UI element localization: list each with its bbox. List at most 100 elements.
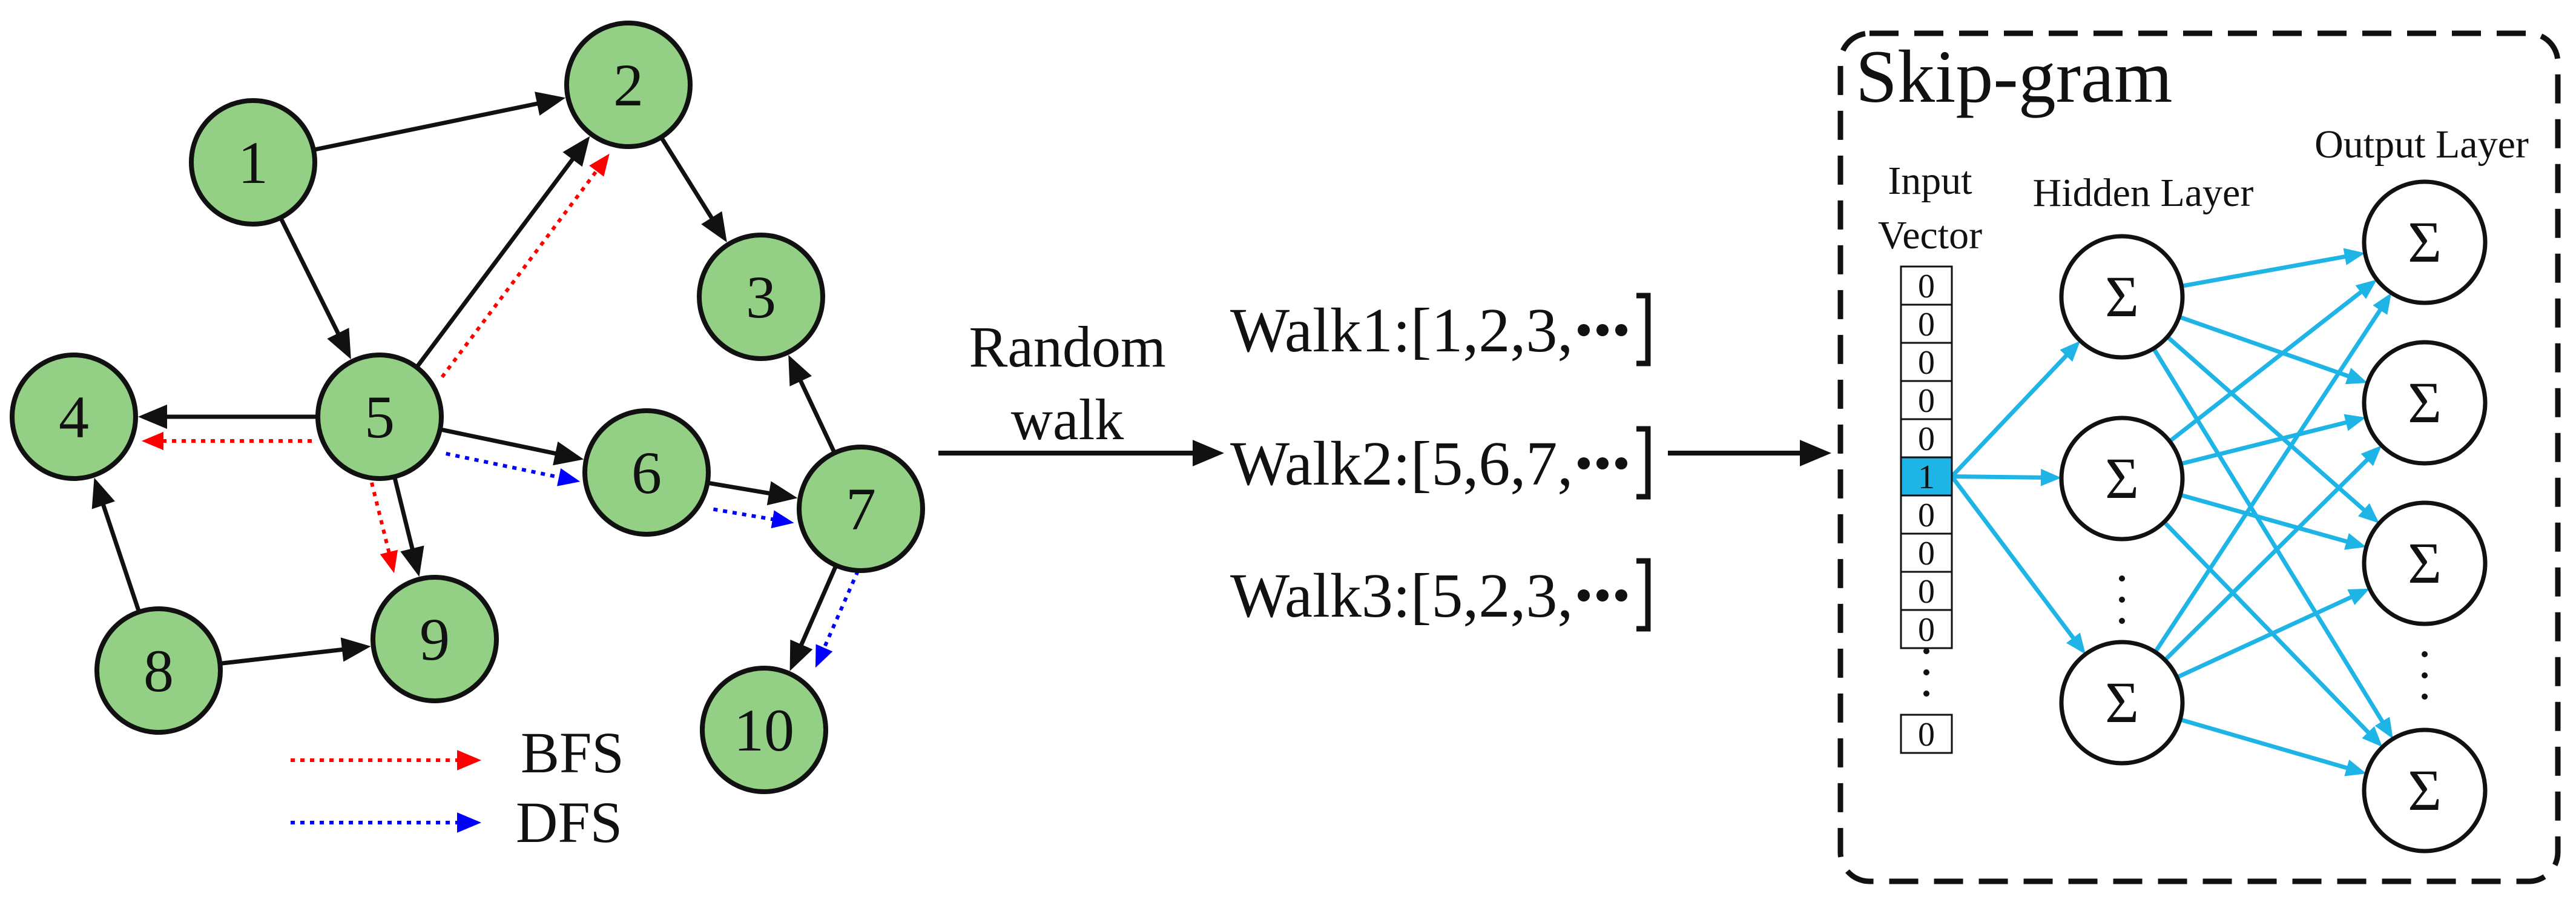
dfs-path-5-6-head (557, 468, 581, 486)
dfs-path-6-7-line (713, 507, 776, 522)
random-walk: Random walk (938, 314, 1224, 466)
hidden-1-to-output-3 (2166, 335, 2379, 523)
edge-8-9-line (219, 647, 347, 666)
bfs-path-5-9-line (370, 482, 392, 556)
walk-3-ellipsis-dot-2 (1596, 589, 1609, 601)
hidden-neuron-2-sum-symbol: Σ (2105, 446, 2139, 511)
graph-node-4-circle (10, 353, 138, 481)
graph-node-7-circle (797, 445, 925, 573)
output-layer-label: Output Layer (2314, 122, 2529, 167)
random-walk-label-line2: walk (1011, 387, 1124, 452)
graph-node-4-label: 4 (59, 383, 89, 451)
hidden-ellipsis-dot-3 (2119, 618, 2125, 624)
input-to-hidden-3-line (1950, 475, 2077, 642)
edge-5-4-head (138, 404, 167, 429)
dfs-path-5-6-line (446, 451, 563, 480)
hidden-2-to-output-4-line (2163, 520, 2372, 736)
walk-2: Walk2:[5,6,7, (1230, 426, 1651, 500)
output-neuron-3: Σ (2362, 500, 2488, 626)
input-to-hidden-2 (1951, 469, 2062, 486)
graph-node-8-circle (94, 606, 223, 735)
hidden-neuron-1-circle (2059, 234, 2185, 360)
walk-3-ellipsis-dot-3 (1615, 589, 1627, 601)
graph-node-7-label: 7 (846, 476, 876, 543)
input-cell-0: 0 (1900, 265, 1953, 306)
input-cell-4-box (1900, 418, 1953, 459)
hidden-ellipsis-dot-2 (2119, 597, 2125, 603)
walk-3-text: Walk3:[5,2,3, (1230, 561, 1573, 631)
input-cell-3: 0 (1900, 380, 1953, 420)
edge-1-5-head (327, 328, 351, 360)
random-walk-arrow-shape-head (1193, 440, 1224, 466)
walk-2-close-bracket (1636, 426, 1651, 500)
edge-8-4-head (91, 477, 115, 509)
walk-1-ellipsis-dot-1 (1578, 324, 1590, 336)
graph-node-9: 9 (371, 575, 499, 703)
input-ellipsis-dot-2 (1923, 669, 1929, 675)
edge-8-4 (91, 477, 141, 613)
bfs-path-5-2 (440, 153, 610, 379)
walk-3-name: Walk3 (1230, 561, 1393, 631)
edge-7-3-head (788, 354, 812, 386)
input-cell-1: 0 (1900, 303, 1953, 344)
edge-2-3 (659, 136, 727, 243)
graph-node-3-circle (697, 233, 825, 361)
walk-3-sequence: :[5,2,3, (1393, 561, 1573, 631)
input-ellipsis-dot-3 (1923, 691, 1929, 697)
input-to-hidden-3-head (2066, 632, 2086, 655)
bfs-path-5-2-head (589, 153, 610, 177)
walk-2-ellipsis-dot-2 (1596, 457, 1609, 469)
edge-2-3-line (659, 136, 716, 223)
output-neuron-4-sum-symbol: Σ (2408, 758, 2442, 823)
walk-2-ellipsis-dot-1 (1578, 457, 1590, 469)
skipgram-panel: Skip-gram Input Vector Hidden Layer Outp… (1837, 30, 2561, 884)
hidden-layer: Σ Σ Σ (2059, 234, 2185, 766)
edge-5-6 (440, 427, 584, 466)
output-ellipsis-dot-3 (2422, 694, 2428, 700)
graph-node-9-label: 9 (420, 606, 450, 673)
to-skipgram-arrow (1668, 440, 1831, 466)
graph-node-4: 4 (10, 353, 138, 481)
hidden-neuron-1: Σ (2059, 234, 2185, 360)
hidden-3-to-output-2-line (2163, 456, 2371, 662)
output-neuron-3-circle (2362, 500, 2488, 626)
hidden-2-to-output-4 (2163, 520, 2383, 747)
hidden-1-to-output-2-head (2345, 368, 2368, 385)
output-neuron-4: Σ (2362, 727, 2488, 853)
edge-7-10-head (789, 639, 813, 671)
random-walk-arrow (938, 440, 1224, 466)
walk-1-name: Walk1 (1230, 296, 1393, 365)
legend-dfs-arrow-shape-head (457, 812, 481, 833)
hidden-ellipsis-dot-1 (2119, 575, 2125, 582)
walk-1-ellipsis-dot-2 (1596, 324, 1609, 336)
bfs-path-5-4 (142, 431, 312, 451)
input-cell-8-box (1900, 571, 1953, 611)
hidden-1-to-output-3-head (2357, 503, 2379, 523)
input-cell-7: 0 (1900, 532, 1953, 573)
hidden-neuron-3: Σ (2059, 640, 2185, 766)
skipgram-border (1837, 30, 2561, 884)
edge-8-9-head (340, 637, 371, 662)
graph-node-6-circle (582, 408, 711, 537)
input-cell-5-value: 1 (1918, 459, 1935, 496)
edge-7-3-line (797, 376, 837, 454)
input-cell-7-value: 0 (1918, 535, 1935, 572)
legend-dfs-arrow-shape (291, 812, 481, 833)
edge-8-4-line (100, 500, 141, 613)
edge-1-2 (313, 91, 566, 152)
hidden-3-to-output-1 (2153, 293, 2392, 654)
walk-3: Walk3:[5,2,3, (1230, 558, 1651, 632)
graph-edges (91, 91, 838, 671)
random-walk-label-line1: Random (969, 314, 1165, 379)
input-cell-4-value: 0 (1918, 420, 1935, 458)
graph-node-1-circle (189, 98, 317, 227)
dfs-path-7-10-head (815, 644, 833, 668)
input-cell-9-box (1900, 609, 1953, 649)
walk-3-close-bracket (1636, 558, 1651, 632)
edge-2-3-head (701, 211, 727, 243)
bfs-path-5-9-head (380, 549, 398, 574)
input-cell-10-box (1900, 714, 1953, 754)
